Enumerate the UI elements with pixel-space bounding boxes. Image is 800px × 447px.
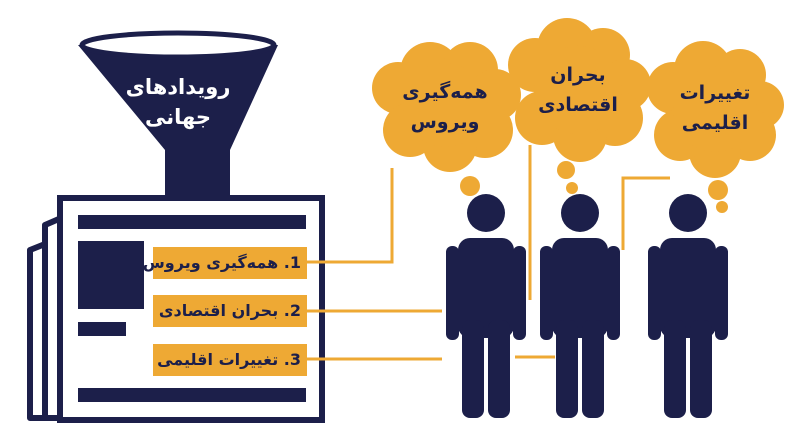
thought-cloud-3 — [647, 41, 784, 213]
cloud-3-label: تغییرات اقلیمی — [665, 78, 765, 138]
headline-row-3-text: تغییرات اقلیمی — [157, 350, 279, 369]
thought-cloud-1 — [372, 42, 521, 212]
newspaper-header-bar — [78, 215, 306, 229]
cloud-1-label: همه‌گیری ویروس — [395, 77, 495, 137]
cloud-1-line-2: ویروس — [410, 111, 480, 133]
funnel-label: رویدادهای جهانی — [118, 72, 238, 132]
funnel — [78, 30, 278, 197]
connector-1 — [307, 168, 394, 264]
person-figure-1 — [446, 194, 526, 418]
headline-row-3-bg — [153, 344, 307, 376]
headline-row-1-bg — [153, 247, 307, 279]
newspaper-bar-left — [78, 322, 126, 336]
headline-row-1-text: همه‌گیری ویروس — [142, 253, 279, 272]
cloud-1-line-1: همه‌گیری — [402, 81, 488, 103]
newspaper-bar-bottom — [78, 388, 306, 402]
person-figure-3 — [648, 194, 728, 418]
headline-row-1-num: 1. — [283, 253, 301, 272]
cloud-2-label: بحران اقتصادی — [528, 60, 628, 120]
headline-row-2-text: بحران اقتصادی — [158, 301, 279, 320]
connector-3c — [621, 176, 670, 250]
cloud-3-line-1: تغییرات — [679, 82, 751, 104]
headline-row-2-bg — [153, 295, 307, 327]
cloud-3-line-2: اقلیمی — [681, 112, 749, 134]
funnel-line-1: رویدادهای — [125, 75, 231, 99]
headline-row-1: 1. همه‌گیری ویروس — [143, 253, 301, 272]
funnel-line-2: جهانی — [144, 105, 211, 129]
headline-row-2: 2. بحران اقتصادی — [153, 301, 301, 320]
thought-cloud-2 — [508, 18, 651, 194]
person-figure-2 — [540, 194, 620, 418]
cloud-2-line-2: اقتصادی — [538, 94, 618, 116]
connector-lines — [307, 145, 670, 361]
headline-row-3: 3. تغییرات اقلیمی — [153, 350, 301, 369]
newspaper-photo — [78, 241, 144, 309]
cloud-2-line-1: بحران — [550, 64, 606, 86]
headline-row-3-num: 3. — [283, 350, 301, 369]
headline-row-2-num: 2. — [283, 301, 301, 320]
